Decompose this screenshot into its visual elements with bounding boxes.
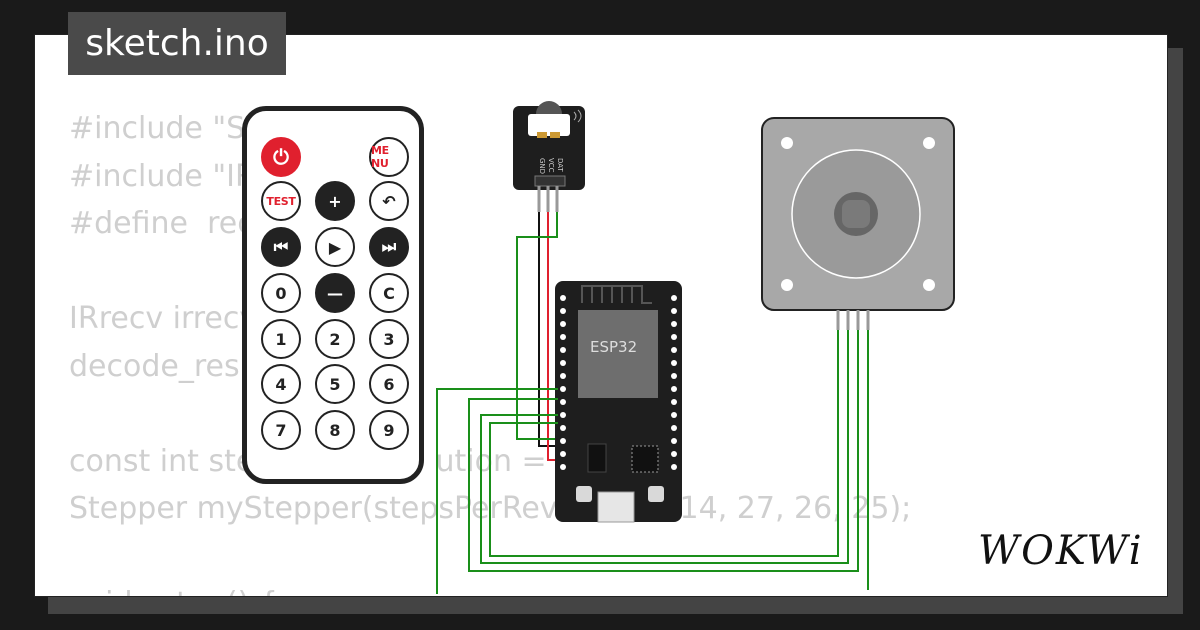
remote-back-button[interactable]: ↶ xyxy=(369,181,409,221)
remote-test-button[interactable]: TEST xyxy=(261,181,301,221)
remote-button-6[interactable]: 6 xyxy=(369,364,409,404)
remote-button-9[interactable]: 9 xyxy=(369,410,409,450)
pin-label-dat: DAT xyxy=(556,158,564,173)
stepper-motor[interactable] xyxy=(761,117,955,311)
remote-power-button[interactable]: ⏻ xyxy=(261,137,301,177)
remote-button-7[interactable]: 7 xyxy=(261,410,301,450)
remote-button-8[interactable]: 8 xyxy=(315,410,355,450)
remote-button-1[interactable]: 1 xyxy=(261,319,301,359)
code-line: void setup() { xyxy=(69,580,911,596)
remote-button-2[interactable]: 2 xyxy=(315,319,355,359)
code-line: #include "IR xyxy=(69,158,256,194)
remote-button-0[interactable]: 0 xyxy=(261,273,301,313)
code-line: decode_res xyxy=(69,348,240,384)
esp32-pins xyxy=(560,295,677,470)
ir-receiver[interactable]: GND VCC DAT xyxy=(513,101,585,190)
wokwi-logo: WOKWi xyxy=(978,528,1144,574)
pin-label-vcc: VCC xyxy=(547,158,555,173)
remote-play-button[interactable]: ▶ xyxy=(315,227,355,267)
esp32-chip-label: ESP32 xyxy=(590,338,637,356)
remote-plus-button[interactable]: + xyxy=(315,181,355,221)
remote-prev-button[interactable]: ⏮ xyxy=(261,227,301,267)
esp32-board[interactable]: ESP32 xyxy=(555,281,682,523)
remote-button-4[interactable]: 4 xyxy=(261,364,301,404)
remote-button-5[interactable]: 5 xyxy=(315,364,355,404)
sketch-tab[interactable]: sketch.ino xyxy=(68,12,286,75)
remote-next-button[interactable]: ⏭ xyxy=(369,227,409,267)
remote-menu-button[interactable]: ME NU xyxy=(369,137,409,177)
stepper-wires xyxy=(436,330,869,594)
remote-button-3[interactable]: 3 xyxy=(369,319,409,359)
code-line: Stepper myStepper(stepsPerRevolu , 14, 2… xyxy=(69,491,912,526)
remote-minus-button[interactable]: — xyxy=(315,273,355,313)
pin-label-gnd: GND xyxy=(538,158,546,174)
remote-clear-button[interactable]: C xyxy=(369,273,409,313)
